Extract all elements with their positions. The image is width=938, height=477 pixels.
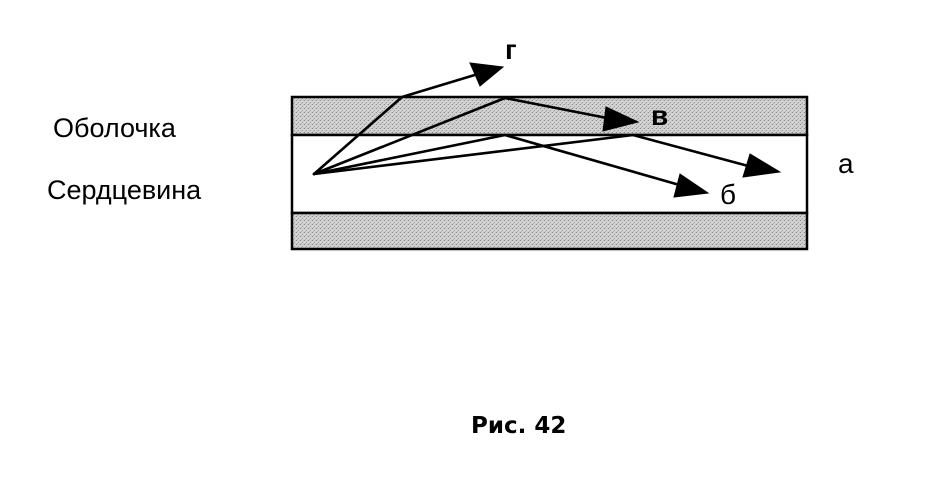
label-cladding: Оболочка: [53, 113, 177, 143]
cladding-top: [290, 95, 809, 137]
ray-label-a: а: [838, 148, 854, 179]
ray-b-arrowhead: [673, 173, 710, 198]
ray-v: [312, 96, 614, 176]
ray-label-g: г: [505, 34, 517, 65]
ray-a-arrowhead: [742, 153, 782, 178]
ray-g: [312, 72, 480, 176]
figure-caption: Рис. 42: [471, 413, 566, 439]
ray-a: [312, 133, 754, 176]
ray-label-v: в: [651, 100, 668, 131]
label-core: Сердцевина: [47, 175, 202, 205]
cladding-bottom: [290, 211, 809, 251]
ray-g-arrowhead: [469, 62, 505, 87]
ray-b: [312, 133, 685, 188]
ray-v-arrowhead: [602, 106, 640, 132]
ray-label-b: б: [720, 179, 736, 210]
